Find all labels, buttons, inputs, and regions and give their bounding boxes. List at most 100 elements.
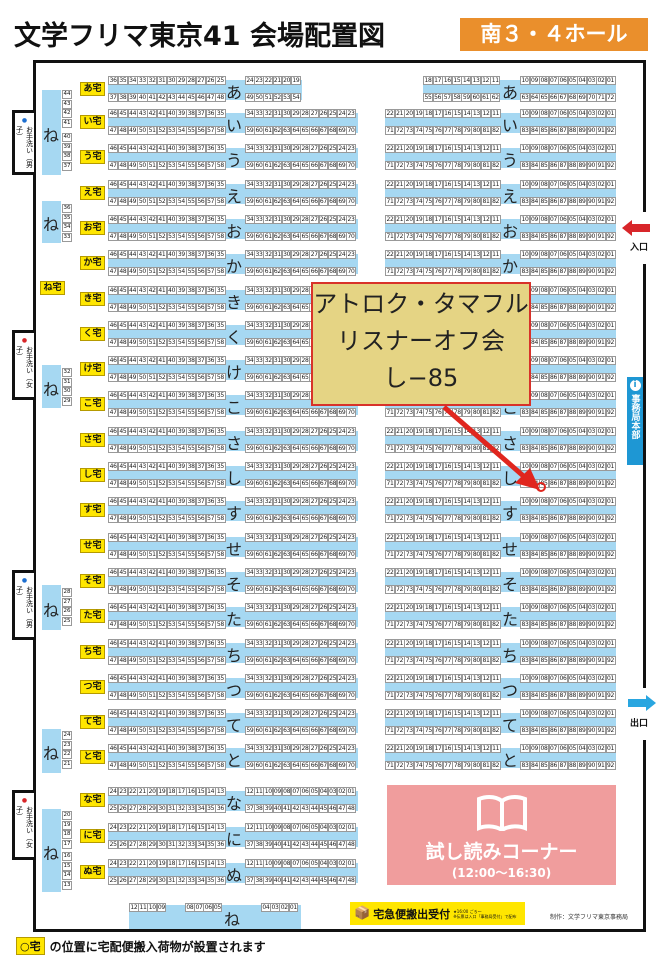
booth-cell[interactable]: 59 xyxy=(461,93,472,102)
booth-cell[interactable]: 48 xyxy=(215,93,226,102)
booth-cell[interactable]: 38 xyxy=(186,144,197,154)
booth-cell[interactable]: 51 xyxy=(147,196,158,206)
booth-cell[interactable]: 40 xyxy=(166,179,177,189)
booth-cell[interactable]: 13 xyxy=(471,144,482,154)
booth-cell[interactable]: 21 xyxy=(394,144,405,154)
booth-cell[interactable]: 37 xyxy=(195,109,206,118)
booth-cell[interactable]: 44 xyxy=(127,179,138,189)
booth-cell[interactable]: 01 xyxy=(605,144,616,154)
booth-cell[interactable]: 39 xyxy=(176,144,187,154)
booth-cell[interactable]: 19 xyxy=(291,76,301,85)
booth-cell[interactable]: 71 xyxy=(385,161,396,171)
booth-cell[interactable]: 38 xyxy=(186,179,197,189)
booth-cell[interactable]: 18 xyxy=(423,109,434,118)
booth-cell[interactable]: 25 xyxy=(215,76,226,85)
booth-cell[interactable]: 45 xyxy=(117,179,128,189)
booth-cell[interactable]: 44 xyxy=(127,109,138,118)
booth-cell[interactable]: 56 xyxy=(195,196,206,206)
booth-cell[interactable]: 55 xyxy=(186,161,197,171)
booth-cell[interactable]: 48 xyxy=(117,126,128,135)
booth-cell[interactable]: 17 xyxy=(433,144,444,154)
booth-cell[interactable]: 57 xyxy=(442,93,453,102)
booth-cell[interactable]: 16 xyxy=(442,109,453,118)
booth-cell[interactable]: 40 xyxy=(166,144,177,154)
booth-cell[interactable]: 36 xyxy=(205,144,216,154)
booth-cell[interactable]: 46 xyxy=(195,93,206,102)
booth-cell[interactable]: 35 xyxy=(215,179,226,189)
booth-cell[interactable]: 74 xyxy=(413,126,424,135)
booth-cell[interactable]: 42 xyxy=(147,179,158,189)
booth-cell[interactable]: 72 xyxy=(605,93,616,102)
booth-cell[interactable]: 75 xyxy=(423,161,434,171)
booth-cell[interactable]: 79 xyxy=(461,161,472,171)
booth-cell[interactable]: 16 xyxy=(442,76,453,85)
booth-cell[interactable]: 72 xyxy=(394,161,405,171)
booth-cell[interactable]: 11 xyxy=(490,76,501,85)
booth-cell[interactable]: 52 xyxy=(156,161,167,171)
booth-cell[interactable]: 39 xyxy=(176,179,187,189)
booth-cell[interactable]: 42 xyxy=(147,109,158,118)
booth-cell[interactable]: 76 xyxy=(433,126,444,135)
booth-cell[interactable]: 34 xyxy=(127,76,138,85)
booth-cell[interactable]: 46 xyxy=(108,144,119,154)
booth-cell[interactable]: 41 xyxy=(156,109,167,118)
booth-cell[interactable]: 45 xyxy=(117,109,128,118)
booth-cell[interactable]: 37 xyxy=(108,93,119,102)
booth-cell[interactable]: 61 xyxy=(480,93,491,102)
booth-cell[interactable]: 47 xyxy=(108,161,119,171)
booth-cell[interactable]: 54 xyxy=(176,126,187,135)
booth-cell[interactable]: 23 xyxy=(346,179,356,189)
booth-cell[interactable]: 32 xyxy=(147,76,158,85)
booth-cell[interactable]: 57 xyxy=(205,161,216,171)
booth-cell[interactable]: 22 xyxy=(385,179,396,189)
booth-cell[interactable]: 70 xyxy=(346,126,356,135)
booth-cell[interactable]: 49 xyxy=(127,196,138,206)
booth-cell[interactable]: 82 xyxy=(490,126,501,135)
booth-cell[interactable]: 43 xyxy=(166,93,177,102)
booth-cell[interactable]: 28 xyxy=(186,76,197,85)
booth-cell[interactable]: 75 xyxy=(423,126,434,135)
booth-cell[interactable]: 70 xyxy=(346,161,356,171)
booth-cell[interactable]: 72 xyxy=(394,126,405,135)
booth-cell[interactable]: 46 xyxy=(108,179,119,189)
booth-cell[interactable]: 53 xyxy=(166,161,177,171)
booth-cell[interactable]: 49 xyxy=(127,161,138,171)
booth-cell[interactable]: 41 xyxy=(156,144,167,154)
booth-cell[interactable]: 51 xyxy=(147,126,158,135)
booth-cell[interactable]: 22 xyxy=(385,109,396,118)
booth-cell[interactable]: 14 xyxy=(461,144,472,154)
booth-cell[interactable]: 46 xyxy=(108,109,119,118)
booth-cell[interactable]: 36 xyxy=(205,109,216,118)
booth-cell[interactable]: 53 xyxy=(166,126,177,135)
booth-cell[interactable]: 73 xyxy=(404,161,415,171)
booth-cell[interactable]: 76 xyxy=(433,161,444,171)
booth-cell[interactable]: 44 xyxy=(176,93,187,102)
booth-cell[interactable]: 58 xyxy=(215,196,226,206)
booth-cell[interactable]: 55 xyxy=(423,93,434,102)
booth-cell[interactable]: 22 xyxy=(385,144,396,154)
booth-cell[interactable]: 12 xyxy=(481,109,492,118)
booth-cell[interactable]: 43 xyxy=(137,109,148,118)
booth-cell[interactable]: 20 xyxy=(404,144,415,154)
booth-cell[interactable]: 73 xyxy=(404,126,415,135)
booth-cell[interactable]: 50 xyxy=(137,161,148,171)
booth-cell[interactable]: 56 xyxy=(432,93,443,102)
booth-cell[interactable]: 81 xyxy=(481,161,492,171)
booth-cell[interactable]: 16 xyxy=(442,144,453,154)
booth-cell[interactable]: 78 xyxy=(452,161,463,171)
booth-cell[interactable]: 50 xyxy=(137,196,148,206)
booth-cell[interactable]: 11 xyxy=(490,144,501,154)
booth-cell[interactable]: 27 xyxy=(195,76,206,85)
booth-cell[interactable]: 15 xyxy=(452,144,463,154)
booth-cell[interactable]: 36 xyxy=(205,179,216,189)
booth-cell[interactable]: 20 xyxy=(404,109,415,118)
booth-cell[interactable]: 13 xyxy=(471,109,482,118)
booth-cell[interactable]: 18 xyxy=(423,144,434,154)
booth-cell[interactable]: 12 xyxy=(481,144,492,154)
booth-cell[interactable]: 36 xyxy=(108,76,119,85)
booth-cell[interactable]: 38 xyxy=(117,93,128,102)
booth-cell[interactable]: 80 xyxy=(471,161,482,171)
booth-cell[interactable]: 58 xyxy=(215,161,226,171)
booth-cell[interactable]: 58 xyxy=(451,93,462,102)
booth-cell[interactable]: 79 xyxy=(461,126,472,135)
